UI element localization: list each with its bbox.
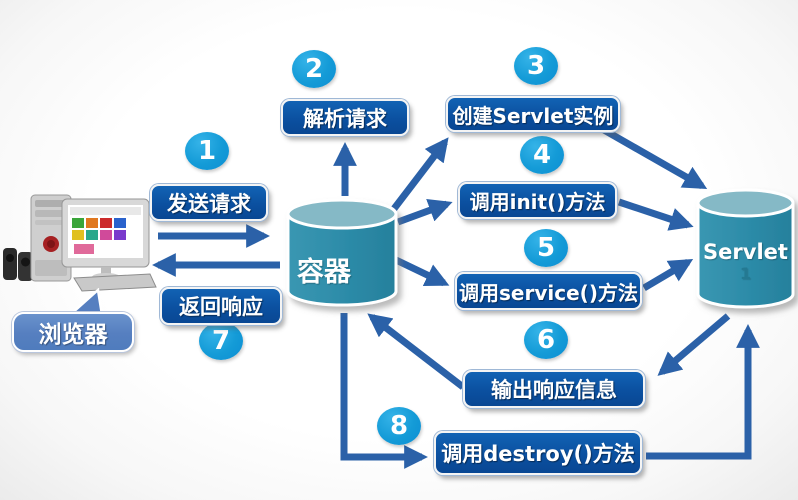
step-badge-5: 5 [524,229,568,267]
step-label-return-response: 返回响应 [160,287,282,325]
step-badge-1: 1 [185,132,229,170]
step-label-create-servlet-instance: 创建Servlet实例 [446,96,620,132]
step-badge-4: 4 [520,136,564,174]
arrow-create-to-servlet [602,126,708,190]
step-label-call-destroy: 调用destroy()方法 [434,431,642,475]
servlet-cylinder [696,188,795,309]
monitor-icon [61,198,150,281]
tower-icon [30,194,72,282]
arrow-container-to-destroy [340,313,428,469]
step-label-call-service: 调用service()方法 [455,272,642,310]
desktop-computer-icon [3,194,157,292]
step-label-parse-request: 解析请求 [281,99,409,136]
keyboard-icon [73,273,157,292]
step-badge-2: 2 [292,50,336,88]
arrow-output-to-container [367,313,466,390]
servlet-label: Servlet [703,240,788,264]
servlet-sub-mark: 1 [739,264,752,283]
browser-label: 浏览器 [12,312,134,352]
arrow-destroy-to-servlet [646,324,760,460]
container-cylinder [286,198,398,307]
step-badge-3: 3 [514,47,558,85]
arrow-service-to-servlet [642,258,694,292]
arrow-servlet-to-output [657,313,731,376]
arrow-init-to-servlet [617,198,694,231]
arrow-create-instance [387,137,449,217]
step-label-send-request: 发送请求 [150,184,268,221]
step-label-output-response: 输出响应信息 [463,370,645,408]
arrow-to-init-label [396,198,453,226]
step-label-call-init: 调用init()方法 [458,182,617,219]
step-badge-6: 6 [524,321,568,359]
step-badge-7: 7 [199,322,243,360]
speaker-icon [3,248,33,281]
arrow-to-service-label [394,256,450,287]
step-badge-8: 8 [377,407,421,445]
container-label: 容器 [297,257,351,288]
